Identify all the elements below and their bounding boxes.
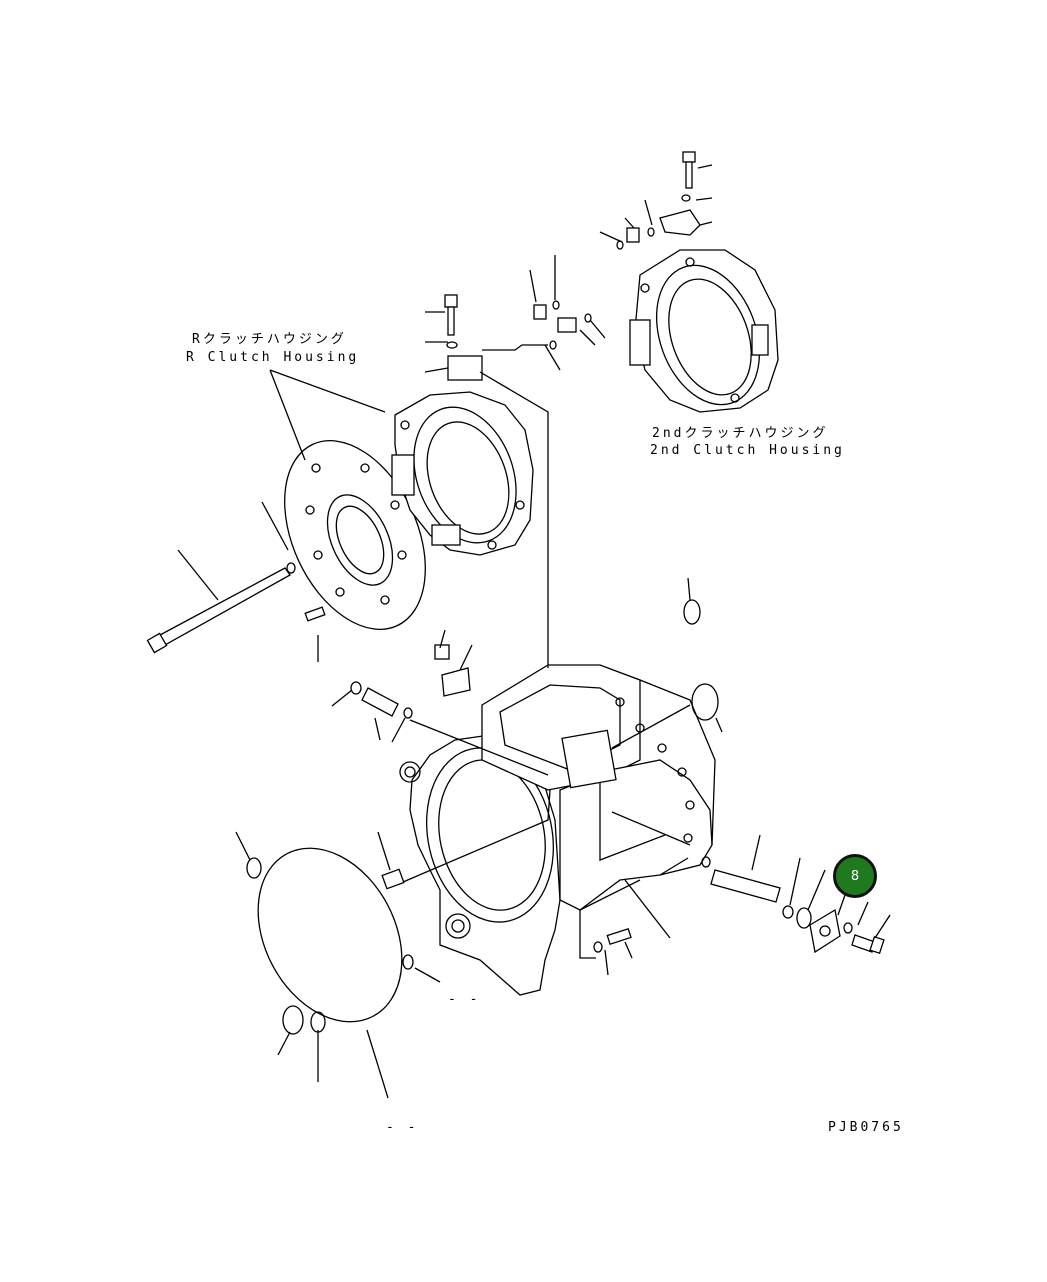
part-callout-number: 8 — [850, 868, 860, 884]
second-clutch-housing-label-en: 2nd Clutch Housing — [650, 443, 845, 458]
r-clutch-housing — [391, 391, 534, 556]
second-clutch-housing — [629, 249, 779, 413]
r-clutch-housing-label-jp: Rクラッチハウジング — [192, 332, 347, 347]
r-clutch-housing-label-en: R Clutch Housing — [186, 350, 360, 365]
transmission-case — [399, 664, 716, 996]
large-gasket — [257, 847, 403, 1023]
drawing-code: PJB0765 — [828, 1120, 904, 1135]
part-callout-8[interactable]: 8 — [833, 854, 877, 898]
second-clutch-housing-label-jp: 2ndクラッチハウジング — [652, 426, 829, 441]
leader-lines — [177, 164, 891, 1099]
small-o-rings — [246, 194, 853, 1035]
r-clutch-flange-plate — [284, 440, 426, 630]
dash-mark-b: - - — [386, 1120, 419, 1135]
bolts-and-pins — [146, 151, 885, 955]
dash-mark-a: - - — [448, 992, 481, 1007]
